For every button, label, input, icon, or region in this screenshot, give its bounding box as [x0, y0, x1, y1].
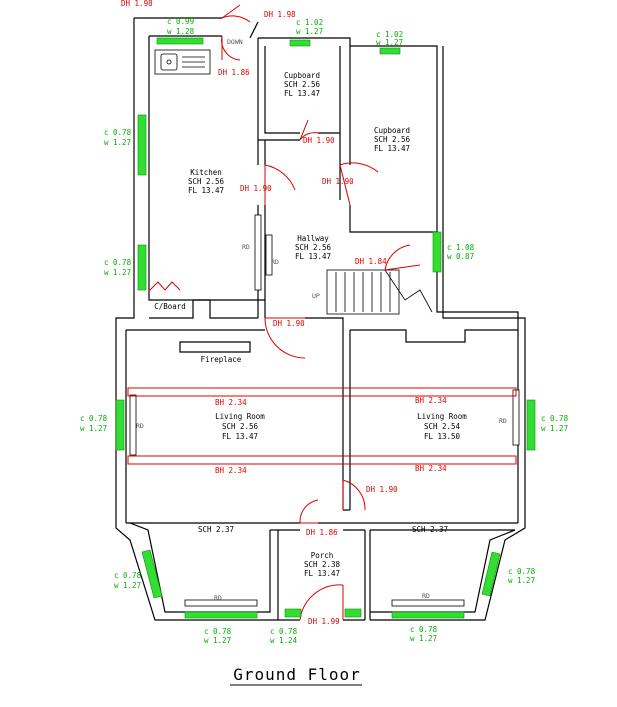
w-living-left-w: w 1.27	[80, 424, 107, 433]
cupboard1-fl: FL 13.47	[284, 89, 320, 98]
dh-hall-living: DH 1.90	[273, 319, 305, 328]
living2-name: Living Room	[417, 412, 467, 421]
rd-hall: RD	[271, 258, 279, 266]
bh-l-top: BH 2.34	[215, 398, 247, 407]
w-bay-right-front-c: c 0.78	[410, 625, 438, 634]
w-hall-right-c: c 1.08	[447, 243, 475, 252]
living2-fl: FL 13.50	[424, 432, 461, 441]
living1-fl: FL 13.47	[222, 432, 258, 441]
height-labels: DH 1.98 DH 1.98 DH 1.86 DH 1.90 DH 1.90 …	[121, 0, 447, 626]
w-living-left-c: c 0.78	[80, 414, 108, 423]
room-labels: Kitchen SCH 2.56 FL 13.47 Cupboard SCH 2…	[154, 71, 467, 578]
w-top-left-w: w 1.28	[167, 27, 195, 36]
rd-living2: RD	[499, 417, 507, 425]
w-bay-right-side-c: c 0.78	[508, 567, 536, 576]
hallway-sch: SCH 2.56	[295, 243, 332, 252]
rd-bay1: RD	[214, 594, 222, 602]
porch-name: Porch	[311, 551, 334, 560]
dh-kitchen-hall: DH 1.90	[240, 184, 272, 193]
rd-bay2: RD	[422, 592, 430, 600]
living1-name: Living Room	[215, 412, 265, 421]
beams	[127, 387, 517, 465]
misc-labels: DOWN UP RD RD RD RD RD RD	[136, 38, 507, 602]
living2-sch: SCH 2.54	[424, 422, 461, 431]
up-label: UP	[312, 292, 320, 300]
w-bay-right-side-w: w 1.27	[508, 576, 535, 585]
porch-sch: SCH 2.38	[304, 560, 341, 569]
w-living-right-c: c 0.78	[541, 414, 569, 423]
bh-r-bot: BH 2.34	[415, 464, 447, 473]
windows	[115, 37, 536, 619]
bh-r-top: BH 2.34	[415, 396, 447, 405]
w-kitchen-1-w: w 1.27	[104, 138, 131, 147]
sink	[154, 49, 211, 75]
cupboard2-name: Cupboard	[374, 126, 410, 135]
rd-living1: RD	[136, 422, 144, 430]
w-bay-left-front-w: w 1.27	[204, 636, 231, 645]
dh-porch-inner: DH 1.86	[306, 528, 338, 537]
bay2-sch: SCH 2.37	[412, 525, 448, 534]
porch-fl: FL 13.47	[304, 569, 340, 578]
dh-stairs: DH 1.84	[355, 257, 387, 266]
dh-porch-front: DH 1.99	[308, 617, 340, 626]
dh-kitchen-door: DH 1.86	[218, 68, 250, 77]
w-kitchen-1-c: c 0.78	[104, 128, 132, 137]
w-bay-right-front-w: w 1.27	[410, 634, 437, 643]
w-bay-left-front-c: c 0.78	[204, 627, 232, 636]
w-bay-left-side-w: w 1.27	[114, 581, 141, 590]
dh-cupboard2: DH 1.90	[322, 177, 354, 186]
doors	[149, 4, 421, 621]
cupboard1-sch: SCH 2.56	[284, 80, 321, 89]
w-top-mid-w: w 1.27	[296, 27, 323, 36]
dh-cupboard1: DH 1.90	[303, 136, 335, 145]
stairs	[326, 269, 433, 315]
cupboard1-name: Cupboard	[284, 71, 320, 80]
window-labels: c 0.99 w 1.28 c 1.02 w 1.27 c 1.02 w 1.2…	[80, 17, 569, 645]
floor-title: Ground Floor	[233, 665, 361, 684]
w-hall-right-w: w 0.87	[447, 252, 474, 261]
w-porch-left-c: c 0.78	[270, 627, 298, 636]
kitchen-fl: FL 13.47	[188, 186, 224, 195]
w-porch-left-w: w 1.24	[270, 636, 298, 645]
w-kitchen-2-c: c 0.78	[104, 258, 132, 267]
dh-top-left: DH 1.98	[121, 0, 153, 8]
cboard-label: C/Board	[154, 302, 186, 311]
bay1-sch: SCH 2.37	[198, 525, 234, 534]
w-bay-left-side-c: c 0.78	[114, 571, 142, 580]
w-top-right-c: c 1.02	[376, 30, 403, 39]
dh-top: DH 1.98	[264, 10, 296, 19]
rd-kitchen: RD	[242, 243, 250, 251]
hallway-name: Hallway	[297, 234, 329, 243]
w-top-mid-c: c 1.02	[296, 18, 323, 27]
kitchen-name: Kitchen	[190, 168, 222, 177]
w-kitchen-2-w: w 1.27	[104, 268, 131, 277]
down-label: DOWN	[227, 38, 243, 46]
radiators	[129, 214, 520, 607]
living1-sch: SCH 2.56	[222, 422, 259, 431]
bh-l-bot: BH 2.34	[215, 466, 247, 475]
fireplace-label: Fireplace	[201, 355, 242, 364]
cupboard2-sch: SCH 2.56	[374, 135, 411, 144]
hallway-fl: FL 13.47	[295, 252, 331, 261]
kitchen-sch: SCH 2.56	[188, 177, 225, 186]
w-living-right-w: w 1.27	[541, 424, 568, 433]
w-top-left-c: c 0.99	[167, 17, 194, 26]
w-top-right-w: w 1.27	[376, 38, 403, 47]
cupboard2-fl: FL 13.47	[374, 144, 410, 153]
dh-living-porch-right: DH 1.90	[366, 485, 398, 494]
